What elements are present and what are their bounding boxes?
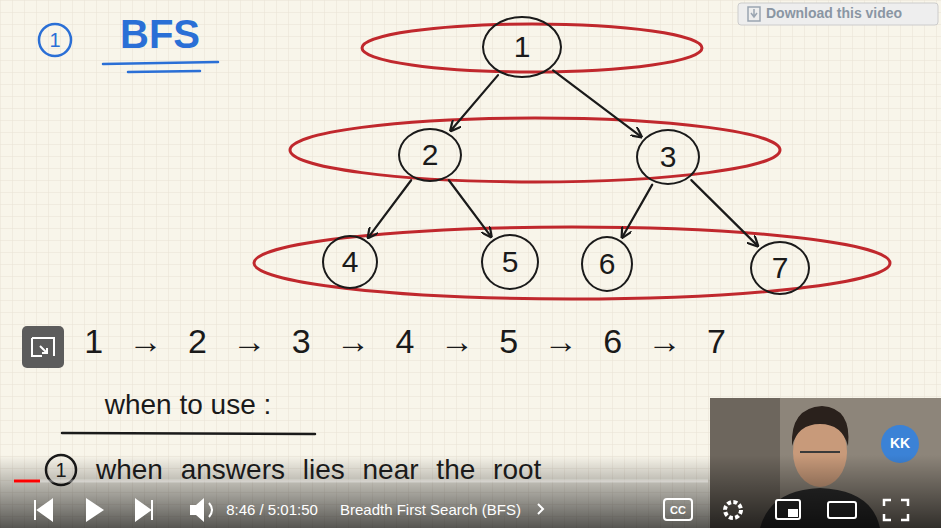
settings-button [725, 502, 741, 518]
callout-number: 1 [49, 29, 60, 51]
traversal-order: 1 → 2 → 3 → 4 → 5 → 6 → 7 [84, 323, 726, 360]
volume-button [190, 498, 204, 522]
miniplayer-icon [788, 509, 798, 517]
tree-edge [553, 70, 641, 137]
tree-node: 6 [581, 236, 633, 292]
presenter-glasses [800, 451, 840, 453]
captions-label: CC [670, 504, 686, 516]
theater-button [828, 502, 856, 518]
diagram-title: BFS [120, 12, 200, 56]
node-label: 5 [502, 247, 519, 277]
pip-icon [32, 338, 54, 356]
volume-wave [209, 503, 212, 517]
play-button [86, 498, 104, 522]
progress-played [14, 480, 40, 483]
tree-node: 7 [750, 241, 810, 295]
tree-edge [691, 180, 757, 246]
node-label: 6 [599, 249, 616, 279]
section-heading: when to use : [105, 390, 272, 421]
next-button [136, 500, 152, 520]
channel-initials: KK [890, 436, 910, 451]
level-band [362, 24, 702, 72]
tree-edge [368, 180, 411, 237]
miniplayer-button [776, 500, 800, 519]
tree-edge [449, 180, 491, 237]
note-text: when answers lies near the root [96, 455, 541, 486]
node-label: 1 [514, 32, 531, 62]
tree-edge [451, 75, 498, 131]
chapter-title: Breadth First Search (BFS) [340, 502, 521, 519]
download-label: Download this video [766, 6, 902, 21]
tree-node: 3 [636, 129, 700, 185]
download-icon [748, 7, 760, 21]
number-circle [39, 24, 71, 56]
chapter-chevron [538, 504, 543, 514]
presenter-hair [792, 406, 849, 446]
time-display: 8:46 / 5:01:50 [226, 502, 318, 519]
tree-node: 5 [481, 234, 539, 290]
heading-underline [62, 433, 315, 434]
captions-button [664, 499, 692, 520]
tree-node: 2 [398, 128, 462, 182]
pip-button [22, 326, 64, 368]
fullscreen-button [884, 500, 908, 520]
tree-edge [622, 185, 652, 238]
node-label: 2 [422, 140, 439, 170]
title-underline [103, 62, 218, 72]
node-label: 4 [342, 247, 359, 277]
level-band [290, 118, 780, 182]
tree-node: 4 [322, 235, 378, 289]
controls-shade [0, 455, 941, 528]
download-button [738, 3, 938, 25]
previous-button [35, 500, 52, 520]
tree-node: 1 [482, 16, 562, 78]
level-band [254, 227, 890, 299]
callout-number: 1 [55, 459, 66, 481]
node-label: 3 [660, 142, 677, 172]
node-label: 7 [772, 253, 789, 283]
